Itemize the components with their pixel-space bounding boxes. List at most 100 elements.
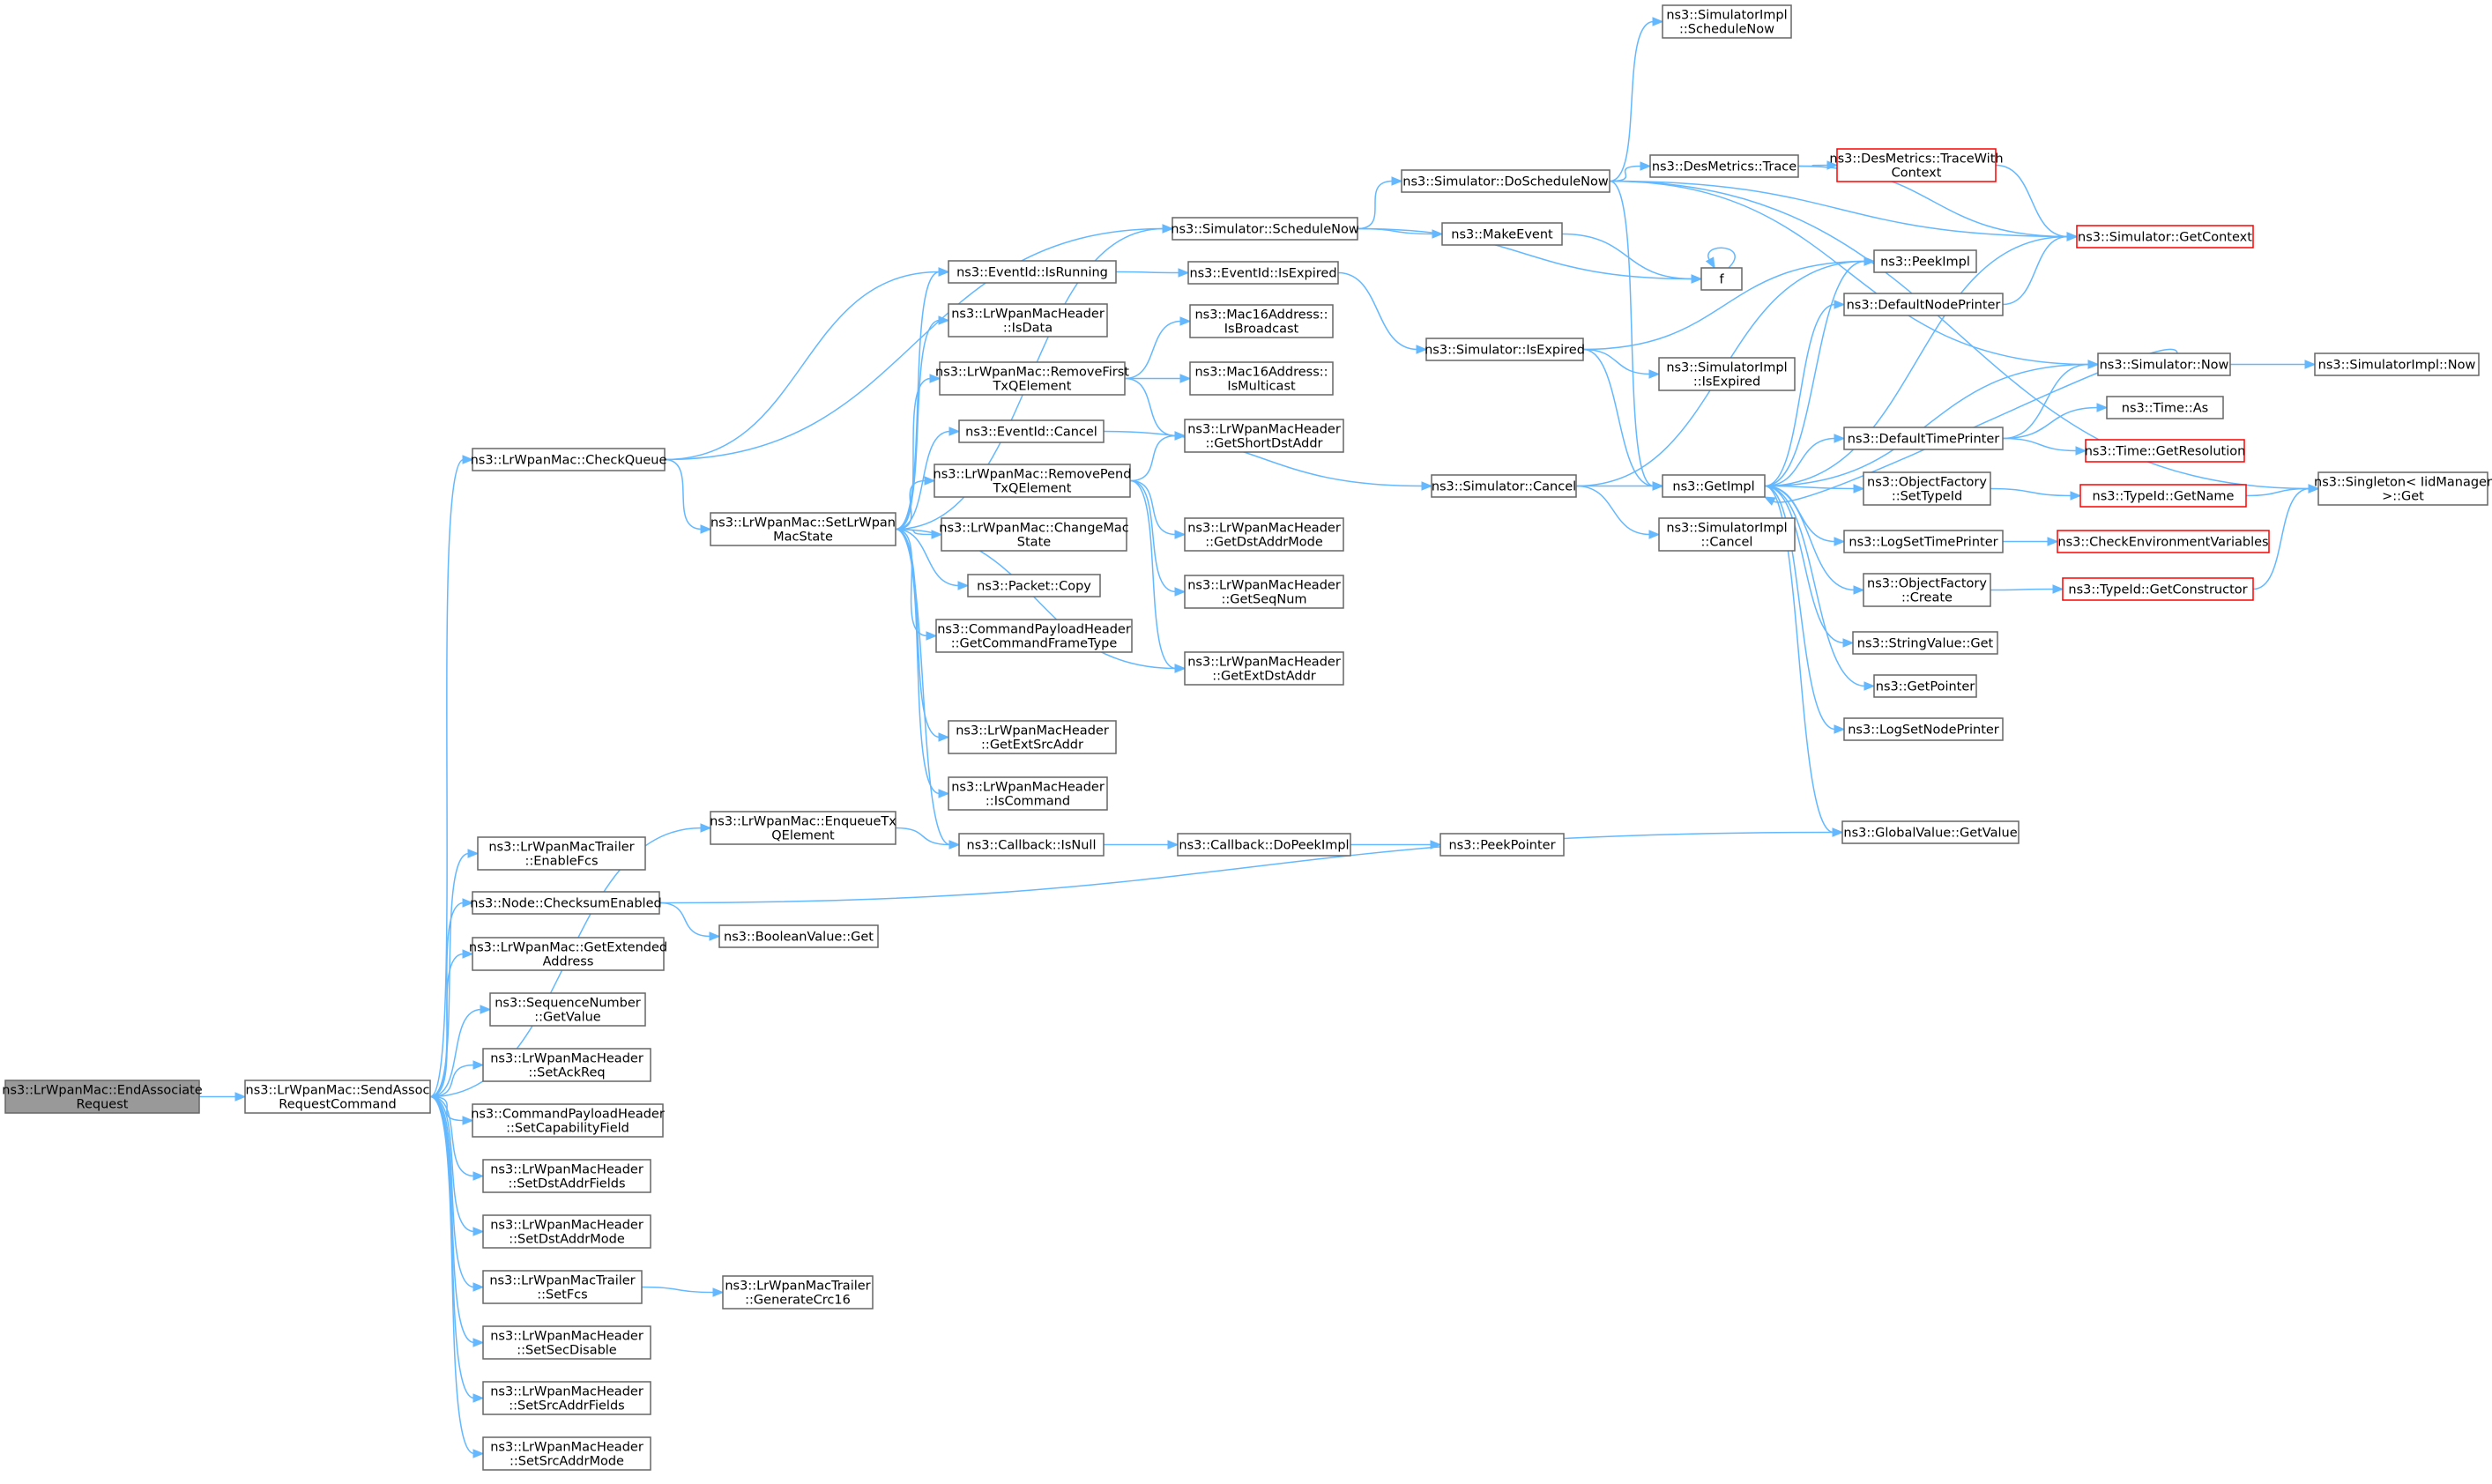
node-set-dst-addr-mode[interactable]: ns3::LrWpanMacHeader::SetDstAddrMode xyxy=(482,1214,651,1249)
edge-get-impl-to-log-set-node-printer xyxy=(1764,485,1846,734)
node-set-fcs[interactable]: ns3::LrWpanMacTrailer::SetFcs xyxy=(482,1270,643,1304)
edge-line xyxy=(2252,487,2310,590)
node-sim-impl-schedule-now[interactable]: ns3::SimulatorImpl::ScheduleNow xyxy=(1662,4,1792,39)
node-check-env-vars[interactable]: ns3::CheckEnvironmentVariables xyxy=(2057,530,2270,553)
node-log-set-time-printer[interactable]: ns3::LogSetTimePrinter xyxy=(1843,530,2004,553)
node-is-command[interactable]: ns3::LrWpanMacHeader::IsCommand xyxy=(948,776,1108,811)
node-enable-fcs[interactable]: ns3::LrWpanMacTrailer::EnableFcs xyxy=(477,836,646,871)
edge-arrowhead xyxy=(1162,224,1174,234)
edge-get-impl-to-sim-now xyxy=(1764,360,2100,487)
node-get-command-frame-type[interactable]: ns3::CommandPayloadHeader::GetCommandFra… xyxy=(935,619,1133,653)
node-peek-pointer[interactable]: ns3::PeekPointer xyxy=(1439,833,1565,857)
node-get-context[interactable]: ns3::Simulator::GetContext xyxy=(2076,225,2254,249)
node-box xyxy=(1658,357,1796,391)
edge-check-queue-to-set-lr-wpan-mac-state xyxy=(664,458,712,534)
node-get-seq-num[interactable]: ns3::LrWpanMacHeader::GetSeqNum xyxy=(1184,575,1344,609)
edge-sim-now-to-get-impl xyxy=(1763,348,2178,506)
node-get-dst-addr-mode[interactable]: ns3::LrWpanMacHeader::GetDstAddrMode xyxy=(1184,517,1344,552)
node-check-queue[interactable]: ns3::LrWpanMac::CheckQueue xyxy=(471,448,667,471)
node-get-impl[interactable]: ns3::GetImpl xyxy=(1662,474,1766,498)
edge-arrowhead xyxy=(472,1449,485,1458)
node-make-event[interactable]: ns3::MakeEvent xyxy=(1441,222,1563,246)
node-default-time-printer[interactable]: ns3::DefaultTimePrinter xyxy=(1843,427,2004,450)
node-get-short-dst-addr[interactable]: ns3::LrWpanMacHeader::GetShortDstAddr xyxy=(1184,419,1344,453)
node-do-peek-impl[interactable]: ns3::Callback::DoPeekImpl xyxy=(1177,833,1351,857)
node-log-set-node-printer[interactable]: ns3::LogSetNodePrinter xyxy=(1843,717,2004,741)
node-box xyxy=(2106,396,2224,419)
node-callback-is-null[interactable]: ns3::Callback::IsNull xyxy=(958,833,1105,857)
node-box xyxy=(1843,293,2004,316)
edge-line xyxy=(2002,235,2069,306)
node-default-node-printer[interactable]: ns3::DefaultNodePrinter xyxy=(1843,293,2004,316)
edge-line xyxy=(1609,180,1655,487)
node-set-capability-field[interactable]: ns3::CommandPayloadHeader::SetCapability… xyxy=(471,1103,665,1138)
node-box xyxy=(958,833,1105,857)
node-box xyxy=(1184,651,1344,686)
node-get-constructor[interactable]: ns3::TypeId::GetConstructor xyxy=(2062,577,2254,601)
node-set-sec-disable[interactable]: ns3::LrWpanMacHeader::SetSecDisable xyxy=(482,1325,651,1360)
node-box xyxy=(941,517,1127,552)
node-event-cancel[interactable]: ns3::EventId::Cancel xyxy=(958,419,1105,443)
node-generate-crc16[interactable]: ns3::LrWpanMacTrailer::GenerateCrc16 xyxy=(722,1275,874,1310)
node-sim-cancel[interactable]: ns3::Simulator::Cancel xyxy=(1431,474,1577,498)
node-checksum-enabled[interactable]: ns3::Node::ChecksumEnabled xyxy=(470,891,662,915)
node-string-value-get[interactable]: ns3::StringValue::Get xyxy=(1852,631,1998,655)
node-event-is-running[interactable]: ns3::EventId::IsRunning xyxy=(948,260,1117,284)
node-event-is-expired[interactable]: ns3::EventId::IsExpired xyxy=(1187,261,1339,285)
node-time-as[interactable]: ns3::Time::As xyxy=(2106,396,2224,419)
node-sim-is-expired[interactable]: ns3::Simulator::IsExpired xyxy=(1425,338,1585,361)
node-f[interactable]: f xyxy=(1700,267,1743,291)
node-object-factory-create[interactable]: ns3::ObjectFactory::Create xyxy=(1863,573,1991,607)
edge-remove-pend-tx-qelement-to-get-dst-addr-mode xyxy=(1129,479,1186,539)
node-sim-now[interactable]: ns3::Simulator::Now xyxy=(2097,352,2231,376)
node-des-metrics-trace[interactable]: ns3::DesMetrics::Trace xyxy=(1649,154,1799,178)
node-packet-copy[interactable]: ns3::Packet::Copy xyxy=(967,574,1101,597)
edge-sim-cancel-to-get-impl xyxy=(1576,481,1664,491)
edge-line xyxy=(1124,320,1182,380)
node-is-broadcast[interactable]: ns3::Mac16Address::IsBroadcast xyxy=(1189,304,1334,338)
edge-line xyxy=(1764,485,1856,591)
node-sim-impl-cancel[interactable]: ns3::SimulatorImpl::Cancel xyxy=(1658,517,1796,552)
node-do-schedule-now[interactable]: ns3::Simulator::DoScheduleNow xyxy=(1401,169,1611,193)
node-get-pointer[interactable]: ns3::GetPointer xyxy=(1873,674,1977,698)
node-box xyxy=(1187,261,1339,285)
node-set-ack-req[interactable]: ns3::LrWpanMacHeader::SetAckReq xyxy=(482,1048,651,1082)
node-peek-impl[interactable]: ns3::PeekImpl xyxy=(1873,249,1977,273)
edge-set-type-id-to-type-id-get-name xyxy=(1990,487,2082,501)
edge-arrowhead xyxy=(1652,17,1664,26)
node-set-type-id[interactable]: ns3::ObjectFactory::SetTypeId xyxy=(1863,471,1991,506)
node-get-ext-dst-addr[interactable]: ns3::LrWpanMacHeader::GetExtDstAddr xyxy=(1184,651,1344,686)
node-is-multicast[interactable]: ns3::Mac16Address::IsMulticast xyxy=(1189,361,1334,396)
node-label: ns3::CheckEnvironmentVariables xyxy=(2057,536,2268,550)
node-get-ext-src-addr[interactable]: ns3::LrWpanMacHeader::GetExtSrcAddr xyxy=(948,720,1117,754)
node-box xyxy=(4,1080,200,1114)
node-is-data[interactable]: ns3::LrWpanMacHeader::IsData xyxy=(948,303,1108,338)
node-label: ::GenerateCrc16 xyxy=(745,1294,851,1308)
edge-line xyxy=(2002,437,2078,452)
node-sim-impl-is-expired[interactable]: ns3::SimulatorImpl::IsExpired xyxy=(1658,357,1796,391)
node-singleton-get[interactable]: ns3::Singleton< IidManager>::Get xyxy=(2314,471,2492,506)
edge-line xyxy=(1764,485,1834,834)
node-type-id-get-name[interactable]: ns3::TypeId::GetName xyxy=(2079,484,2247,508)
node-sim-impl-now[interactable]: ns3::SimulatorImpl::Now xyxy=(2314,352,2480,376)
node-set-src-addr-mode[interactable]: ns3::LrWpanMacHeader::SetSrcAddrMode xyxy=(482,1436,651,1471)
edge-line xyxy=(1582,348,1655,487)
node-seq-get-value[interactable]: ns3::SequenceNumber::GetValue xyxy=(489,992,646,1027)
edge-arrowhead xyxy=(2308,484,2320,493)
node-global-value-get-value[interactable]: ns3::GlobalValue::GetValue xyxy=(1841,820,2020,844)
node-boolean-value-get[interactable]: ns3::BooleanValue::Get xyxy=(718,924,879,948)
node-label: ns3::Callback::IsNull xyxy=(967,839,1097,853)
node-set-src-addr-fields[interactable]: ns3::LrWpanMacHeader::SetSrcAddrFields xyxy=(482,1381,651,1415)
node-get-resolution[interactable]: ns3::Time::GetResolution xyxy=(2085,439,2246,463)
node-schedule-now[interactable]: ns3::Simulator::ScheduleNow xyxy=(1171,217,1359,241)
node-set-dst-addr-fields[interactable]: ns3::LrWpanMacHeader::SetDstAddrFields xyxy=(482,1159,651,1193)
